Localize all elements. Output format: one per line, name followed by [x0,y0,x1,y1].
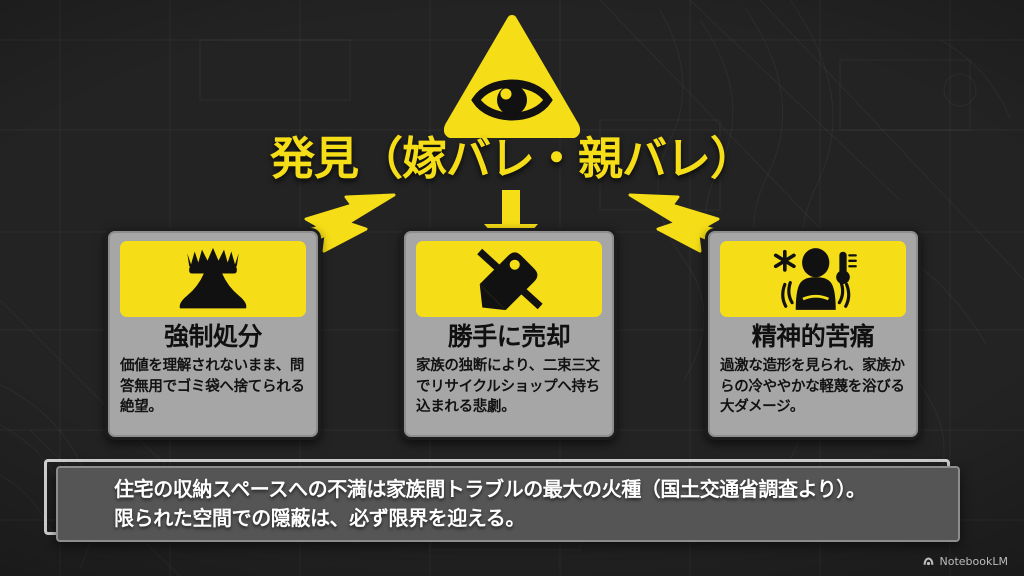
banner-line-1: 住宅の収納スペースへの不満は家族間トラブルの最大の火種（国土交通省調査より）。 [114,477,866,501]
card-body: 家族の独断により、二束三文でリサイクルショップへ持ち込まれる悲劇。 [416,358,600,416]
eye-in-triangle-warning-icon [444,15,580,138]
person-in-distress-fever-icon [720,241,906,317]
card-title: 精神的苦痛 [751,322,875,351]
summary-banner-text: 住宅の収納スペースへの不満は家族間トラブルの最大の火種（国土交通省調査より）。 … [58,475,866,533]
watermark-label: NotebookLM [939,555,1008,568]
page-title: 発見（嫁バレ・親バレ） [269,132,755,185]
trash-bag-icon [120,241,306,317]
card-title: 強制処分 [163,322,263,351]
price-tag-crossed-out-icon [416,241,602,317]
card-body: 過激な造形を見られ、家族からの冷ややかな軽蔑を浴びる大ダメージ。 [720,358,905,416]
notebooklm-logo-icon [923,557,933,566]
banner-line-2: 限られた空間での隠蔽は、必ず限界を迎える。 [114,506,525,530]
card-title: 勝手に売却 [447,322,571,351]
card-body: 価値を理解されないまま、問答無用でゴミ袋へ捨てられる絶望。 [120,358,305,416]
watermark: NotebookLM [922,555,1008,568]
summary-banner: 住宅の収納スペースへの不満は家族間トラブルの最大の火種（国土交通省調査より）。 … [56,466,960,542]
card-forced-disposal[interactable]: 強制処分 価値を理解されないまま、問答無用でゴミ袋へ捨てられる絶望。 [105,228,321,440]
card-unauthorized-sale[interactable]: 勝手に売却 家族の独断により、二束三文でリサイクルショップへ持ち込まれる悲劇。 [401,228,617,440]
card-mental-distress[interactable]: 精神的苦痛 過激な造形を見られ、家族からの冷ややかな軽蔑を浴びる大ダメージ。 [705,228,921,440]
